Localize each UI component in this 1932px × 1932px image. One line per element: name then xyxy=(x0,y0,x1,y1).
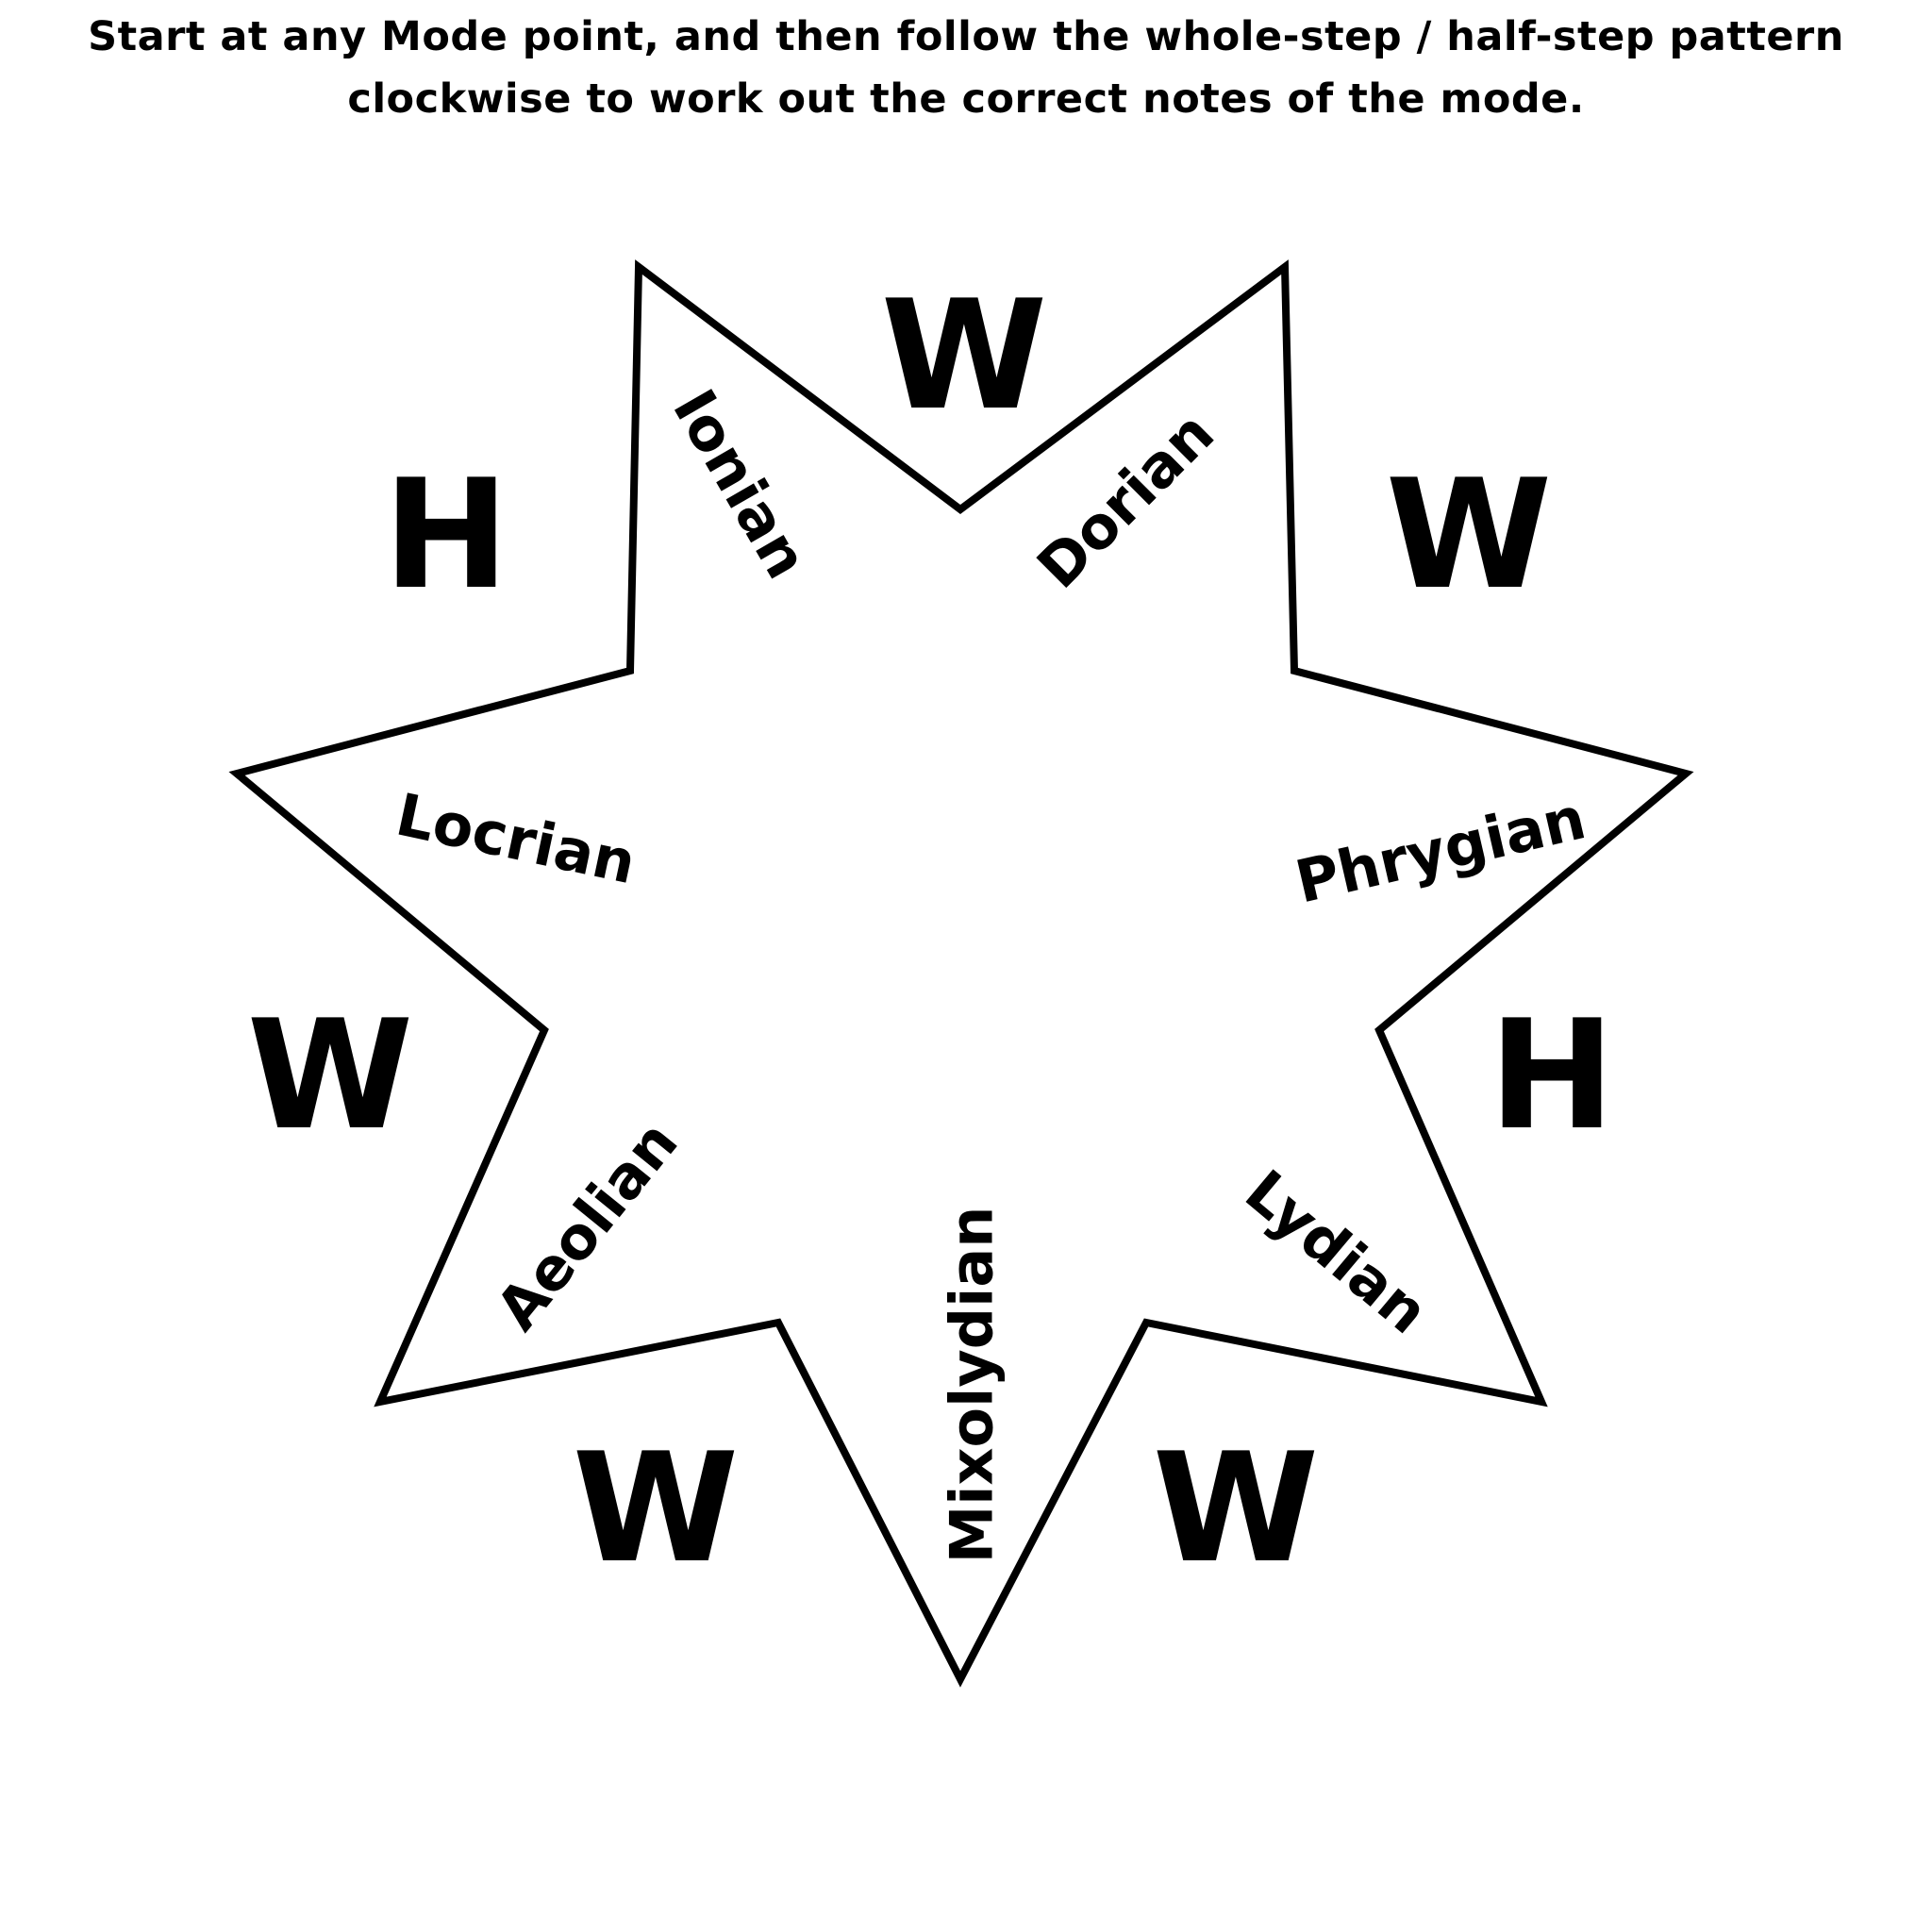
step-locrian-ionian: H xyxy=(383,446,509,623)
step-aeolian-locrian: W xyxy=(247,987,413,1163)
step-phrygian-lydian: H xyxy=(1489,987,1615,1163)
instructions-text: Start at any Mode point, and then follow… xyxy=(0,6,1932,130)
instructions-line-2: clockwise to work out the correct notes … xyxy=(347,75,1585,123)
seven-point-star xyxy=(228,259,1694,1688)
mode-label-mixolydian: Mixolydian xyxy=(938,1207,1007,1564)
step-dorian-phrygian: W xyxy=(1386,446,1552,623)
instructions-line-1: Start at any Mode point, and then follow… xyxy=(88,13,1844,60)
step-lydian-mixolydian: W xyxy=(1153,1420,1319,1596)
step-mixolydian-aeolian: W xyxy=(573,1420,739,1596)
step-ionian-dorian: W xyxy=(881,267,1047,443)
